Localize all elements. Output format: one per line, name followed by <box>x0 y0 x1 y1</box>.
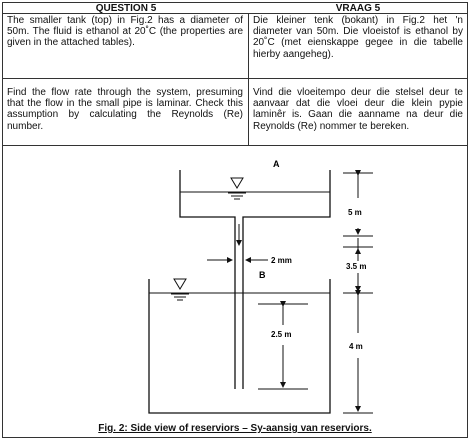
figure-caption: Fig. 2: Side view of reserviors – Sy-aan… <box>3 423 467 434</box>
paragraph2-english: Find the flow rate through the system, p… <box>7 87 243 132</box>
label-5m: 5 m <box>348 208 362 217</box>
figure-caption-text: Fig. 2: Side view of reserviors – Sy-aan… <box>98 423 372 434</box>
label-3-5m: 3.5 m <box>346 262 366 271</box>
upper-tank <box>179 170 331 247</box>
small-pipe <box>234 247 244 389</box>
question-heading-english: QUESTION 5 <box>95 3 157 14</box>
label-4m: 4 m <box>349 342 363 351</box>
question-heading-afrikaans: VRAAG 5 <box>335 3 381 14</box>
label-a: A <box>273 159 280 169</box>
paragraph1-afrikaans: Die kleiner tenk (bokant) in Fig.2 het '… <box>253 15 463 60</box>
reservoir-diagram: A B 5 m 2 mm 3.5 m 2.5 m 4 m <box>148 159 373 414</box>
paragraph-divider <box>3 78 467 79</box>
header-divider <box>3 13 467 14</box>
lower-tank <box>148 279 331 414</box>
dimension-lines-right <box>343 170 373 414</box>
label-2mm: 2 mm <box>271 256 292 265</box>
column-divider <box>248 13 249 145</box>
paragraph1-english: The smaller tank (top) in Fig.2 has a di… <box>7 15 243 49</box>
free-surface-symbol-upper <box>228 177 246 200</box>
label-2-5m: 2.5 m <box>271 330 291 339</box>
dimension-2-5m <box>258 301 308 390</box>
text-figure-divider <box>3 145 467 146</box>
paragraph2-afrikaans: Vind die vloeitempo deur die stelsel deu… <box>253 87 463 132</box>
free-surface-symbol-lower <box>171 278 189 301</box>
label-b: B <box>259 270 266 280</box>
